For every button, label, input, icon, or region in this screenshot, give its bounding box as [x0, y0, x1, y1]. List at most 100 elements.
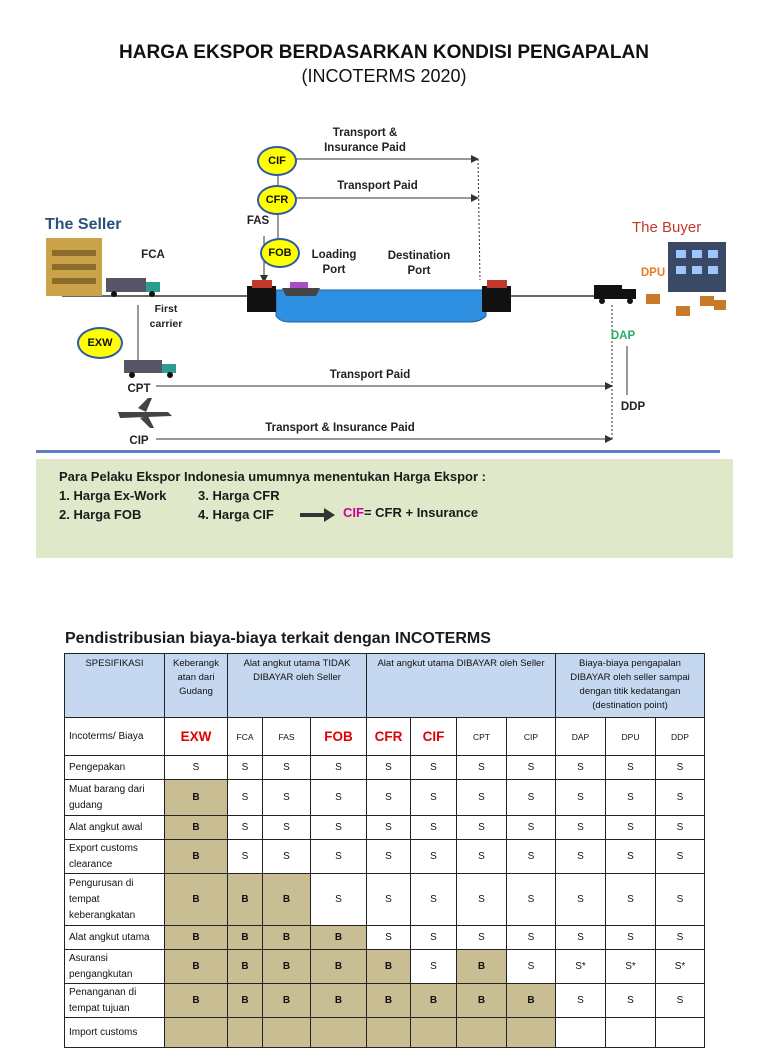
row-label: Alat angkut awal — [64, 815, 165, 840]
table-cell — [366, 1017, 411, 1048]
table-cell: B — [227, 983, 263, 1018]
term-cfr: CFR — [366, 717, 411, 756]
row-label: Export customs clearance — [64, 839, 165, 874]
header-spesifikasi: SPESIFIKASI — [64, 653, 165, 718]
table-cell: S — [605, 779, 656, 816]
table-cell: S — [506, 839, 556, 874]
term-cif: CIF — [410, 717, 457, 756]
term-fas: FAS — [262, 717, 311, 756]
header-biaya-pengapalan: Biaya-biaya pengapalan DIBAYAR oleh sell… — [555, 653, 705, 718]
table-row: Import customs — [64, 1017, 705, 1048]
row-label: Pengepakan — [64, 755, 165, 780]
info-item-1: 1. Harga Ex-Work — [59, 488, 167, 503]
table-cell: S — [555, 983, 606, 1018]
page-subtitle: (INCOTERMS 2020) — [301, 66, 467, 86]
cip-label: CIP — [129, 435, 149, 447]
table-cell: S — [555, 873, 606, 926]
row-label: Pengurusan di tempat keberangkatan — [64, 873, 165, 926]
page-title: HARGA EKSPOR BERDASARKAN KONDISI PENGAPA… — [119, 42, 649, 63]
table-cell: S — [310, 873, 367, 926]
table-cell: S — [605, 925, 656, 950]
table-cell: S — [227, 779, 263, 816]
table-cell: B — [164, 873, 228, 926]
table-cell: S — [655, 755, 705, 780]
table-cell: S — [655, 925, 705, 950]
table-cell: B — [164, 839, 228, 874]
table-cell: S — [506, 779, 556, 816]
table-cell — [605, 1017, 656, 1048]
table-cell: S — [605, 873, 656, 926]
cif-formula-rest: = CFR + Insurance — [363, 505, 479, 520]
table-cell — [506, 1017, 556, 1048]
table-cell: S — [456, 873, 507, 926]
header-tidak-dibayar: Alat angkut utama TIDAK DIBAYAR oleh Sel… — [227, 653, 367, 718]
table-cell: B — [366, 983, 411, 1018]
table-cell: B — [310, 925, 367, 950]
table-cell: S — [456, 925, 507, 950]
destination-port-label: Destination Port — [387, 250, 451, 277]
table-cell: S — [555, 779, 606, 816]
table-cell: S — [164, 755, 228, 780]
term-cip: CIP — [506, 717, 556, 756]
table-cell: S — [410, 815, 457, 840]
table-cell — [262, 1017, 311, 1048]
fas-label: FAS — [246, 215, 270, 227]
table-cell: B — [456, 949, 507, 984]
table-cell: S — [456, 815, 507, 840]
table-cell — [555, 1017, 606, 1048]
table-cell: S — [605, 755, 656, 780]
cif-formula: CIF= CFR + Insurance — [343, 505, 478, 520]
table-cell — [410, 1017, 457, 1048]
table-cell: S — [310, 815, 367, 840]
table-cell: S — [227, 815, 263, 840]
table-cell: S — [366, 755, 411, 780]
row-label: Import customs — [64, 1017, 165, 1048]
table-cell: B — [262, 925, 311, 950]
table-cell: S* — [655, 949, 705, 984]
transport-insurance-paid-bottom: Transport & Insurance Paid — [265, 422, 415, 434]
table-cell: S — [410, 779, 457, 816]
buyer-label: The Buyer — [632, 219, 702, 236]
table-cell: B — [164, 925, 228, 950]
table-cell: B — [262, 949, 311, 984]
term-dap: DAP — [555, 717, 606, 756]
row-label: Alat angkut utama — [64, 925, 165, 950]
table-cell: B — [164, 983, 228, 1018]
incoterms-diagram: The Seller The Buyer CIF CFR FOB EXW Tra… — [0, 110, 768, 450]
ddp-label: DDP — [620, 401, 646, 413]
info-box: Para Pelaku Ekspor Indonesia umumnya men… — [36, 459, 733, 558]
table-cell: S — [555, 925, 606, 950]
term-fob: FOB — [310, 717, 367, 756]
table-cell: B — [164, 779, 228, 816]
table-cell: B — [227, 873, 263, 926]
table-cell: S — [506, 925, 556, 950]
table-cell: S — [605, 839, 656, 874]
seller-label: The Seller — [45, 216, 122, 233]
header-keberangkatan: Keberangk atan dari Gudang — [164, 653, 228, 718]
table-cell: B — [164, 949, 228, 984]
first-carrier-label: First carrier — [149, 303, 183, 330]
table-cell: S — [262, 815, 311, 840]
transport-insurance-paid-top: Transport & Insurance Paid — [324, 127, 406, 154]
table-cell: B — [310, 983, 367, 1018]
table-cell: S — [605, 815, 656, 840]
table-cell: S — [310, 839, 367, 874]
table-cell: S — [262, 779, 311, 816]
table-cell: S — [262, 839, 311, 874]
table-cell — [456, 1017, 507, 1048]
table-cell: S — [410, 949, 457, 984]
fob-marker: FOB — [260, 238, 300, 268]
table-cell: S — [227, 839, 263, 874]
arrow-right-icon — [300, 508, 335, 522]
term-dpu: DPU — [605, 717, 656, 756]
table-cell: S — [506, 873, 556, 926]
cif-marker: CIF — [257, 146, 297, 176]
row-label: Penanganan di tempat tujuan — [64, 983, 165, 1018]
truck-icon — [106, 278, 160, 297]
table-cell: B — [410, 983, 457, 1018]
